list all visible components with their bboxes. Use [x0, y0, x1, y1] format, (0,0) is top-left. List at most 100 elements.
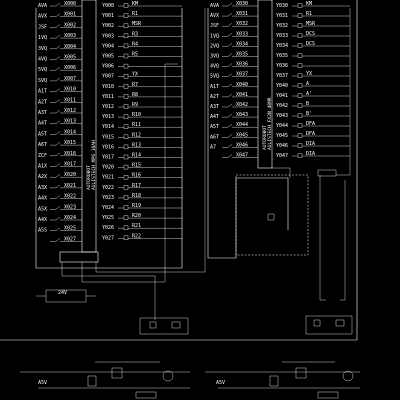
- coil-symbol: [123, 124, 129, 129]
- switch-contact: [55, 195, 61, 199]
- input-address: X046: [236, 142, 248, 148]
- input-address: X014: [64, 129, 76, 135]
- switch-contact: [55, 109, 61, 114]
- output-address: Y007: [102, 74, 114, 80]
- output-load-name: R21: [132, 223, 141, 229]
- switch-contact: [55, 88, 61, 92]
- output-row: Y015 R12: [102, 132, 182, 140]
- output-load-name: DFA: [306, 121, 315, 127]
- input-address: X000: [64, 1, 76, 7]
- input-address: X023: [64, 204, 76, 210]
- output-load-name: R7: [132, 82, 138, 88]
- output-load-name: R13: [132, 142, 141, 148]
- output-load-name: YX: [306, 71, 312, 77]
- input-name: A1X: [38, 164, 47, 170]
- switch-contact: [55, 67, 61, 71]
- coil-symbol: [123, 53, 129, 59]
- output-load-name: R12: [132, 132, 141, 138]
- switch-contact: [227, 134, 233, 138]
- output-address: Y044: [276, 123, 288, 129]
- switch-contact: [227, 113, 233, 118]
- coil-symbol: [297, 133, 303, 138]
- switch-contact: [227, 2, 233, 7]
- output-load-name: A': [306, 91, 312, 97]
- coil-symbol: [297, 53, 303, 58]
- switch-contact: [55, 99, 61, 103]
- coil-symbol: [123, 134, 129, 140]
- power-supply-label: 24V: [58, 290, 67, 296]
- coil-symbol: [123, 174, 129, 180]
- input-name: A4X: [38, 217, 47, 223]
- input-name: 5VQ: [38, 67, 47, 73]
- input-name: A4T: [210, 114, 219, 120]
- input-name: 5VQ: [210, 74, 219, 80]
- output-address: Y005: [102, 54, 114, 60]
- output-address: Y024: [102, 205, 114, 211]
- output-load-name: R17: [132, 183, 141, 189]
- coil-symbol: [123, 33, 129, 38]
- output-load-name: B: [306, 101, 309, 107]
- output-load-name: KM: [306, 1, 312, 7]
- input-name: A3T: [210, 104, 219, 110]
- input-address: X033: [236, 31, 248, 37]
- bottom-motor-circuit-left: [20, 361, 190, 399]
- output-load-name: R20: [132, 213, 141, 219]
- input-name: 4VQ: [38, 57, 47, 63]
- output-load-name: R11: [132, 122, 141, 128]
- coil-symbol: [297, 63, 303, 68]
- input-name: 2VQ: [210, 43, 219, 49]
- output-address: Y006: [102, 64, 114, 70]
- output-address: Y034: [276, 43, 288, 49]
- output-load-name: R15: [132, 163, 141, 169]
- right-plc-model-label: AUTOROBOT: [262, 125, 268, 150]
- coil-symbol: [123, 3, 129, 8]
- input-address: X032: [236, 21, 248, 27]
- input-name: A3X: [38, 185, 47, 191]
- input-address: X041: [236, 92, 248, 98]
- switch-contact: [55, 238, 61, 242]
- output-address: Y027: [102, 235, 114, 241]
- input-address: X044: [236, 122, 248, 128]
- coil-symbol: [297, 33, 303, 38]
- right-dashed-zone: [235, 174, 309, 256]
- input-address: X027: [64, 236, 76, 242]
- switch-contact: [55, 24, 61, 28]
- coil-symbol: [123, 144, 129, 150]
- output-load-name: R22: [132, 233, 141, 239]
- input-address: X015: [64, 140, 76, 146]
- output-address: Y016: [102, 144, 114, 150]
- input-address: X043: [236, 112, 248, 118]
- input-address: X034: [236, 41, 248, 47]
- output-row: Y025 R20: [102, 213, 182, 221]
- input-name: AVX: [38, 14, 47, 20]
- output-load-name: R1: [132, 11, 138, 17]
- input-address: X025: [64, 226, 76, 232]
- coil-symbol: [297, 143, 303, 148]
- output-address: Y015: [102, 134, 114, 140]
- output-address: Y025: [102, 215, 114, 221]
- bottom-left-voltage-label: A5V: [38, 380, 47, 386]
- input-name: JSF: [210, 23, 219, 29]
- right-plc-submodel-label: AULISTECH FX2N 48MR: [267, 97, 273, 150]
- switch-contact: [227, 43, 233, 47]
- input-row: JSF X032: [210, 21, 258, 29]
- switch-contact: [55, 34, 61, 39]
- coil-symbol: [123, 84, 129, 89]
